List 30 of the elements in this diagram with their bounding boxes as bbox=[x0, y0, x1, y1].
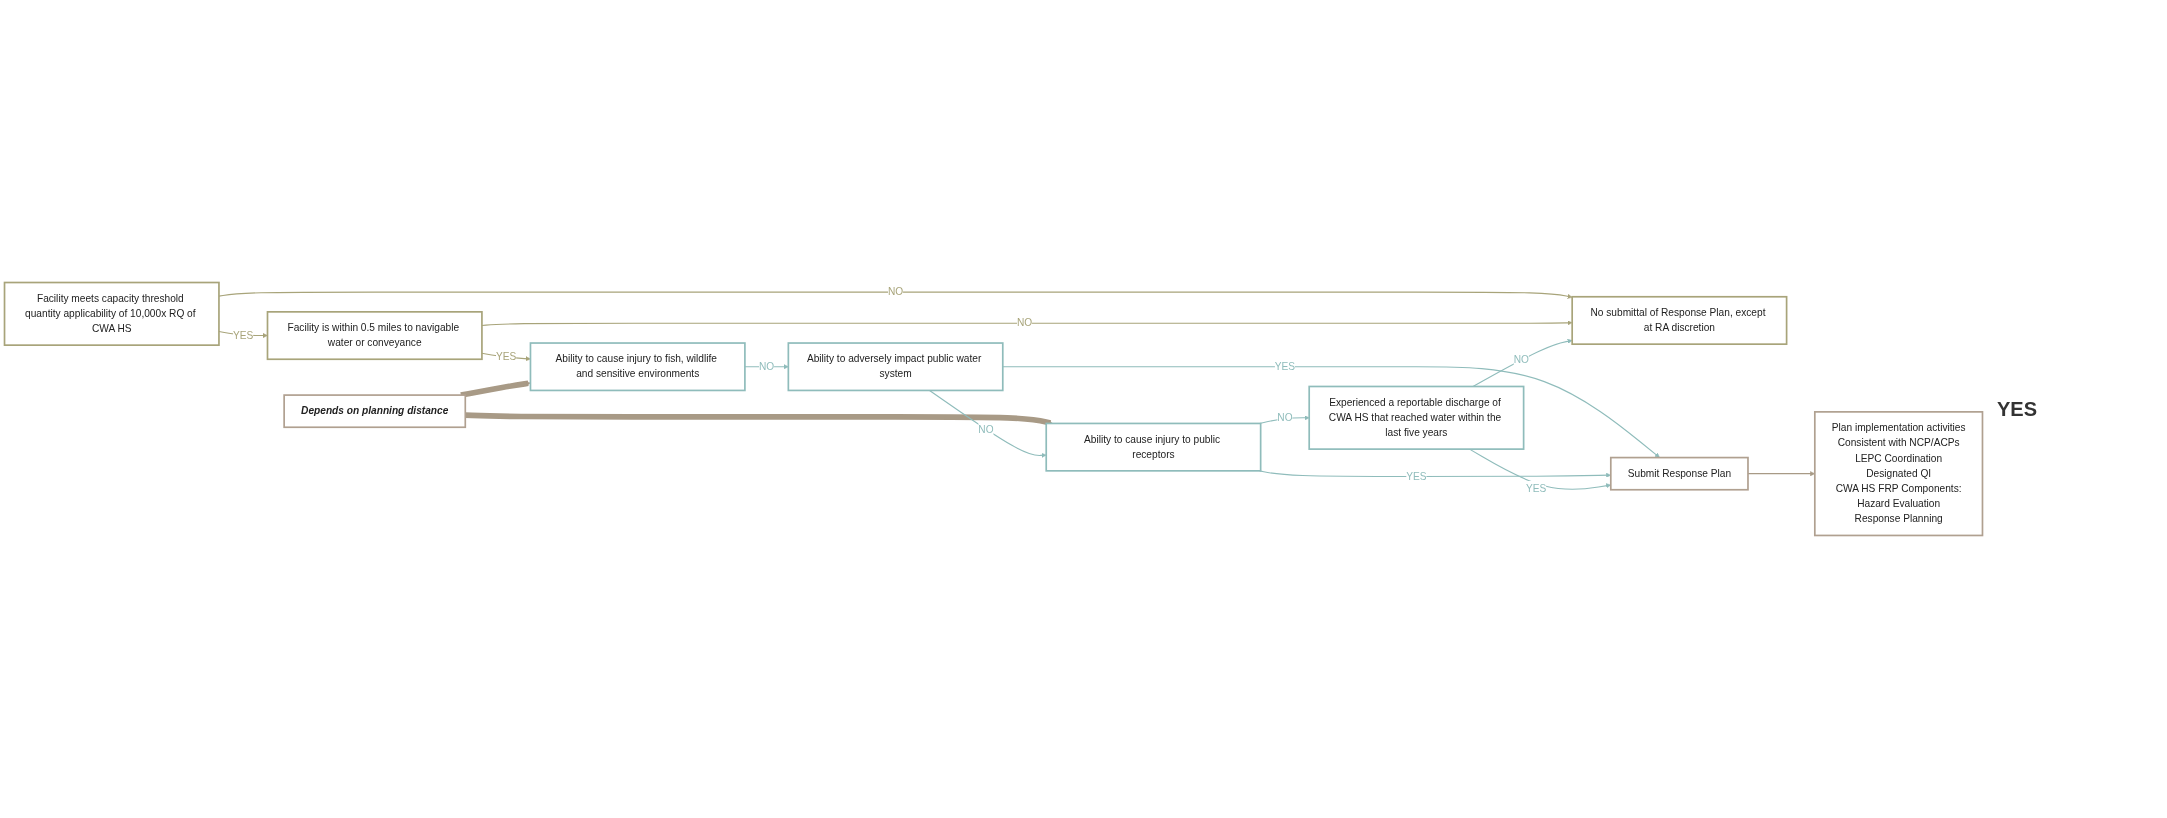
node-box: Experienced a reportable discharge of CWA HS that reached water within the last five years bbox=[1308, 385, 1525, 450]
node-box: No submittal of Response Plan, except at RA discretion bbox=[1571, 295, 1788, 346]
arrow bbox=[929, 389, 1047, 458]
edge-label: YES bbox=[1525, 482, 1547, 494]
node-box: Plan implementation activities Consistent with NCP/ACPs LEPC Coordination Designated QI CWA HS FRP Components: Hazard Evaluation Response Planning bbox=[1813, 411, 1984, 537]
note-label: YES bbox=[1997, 397, 2039, 421]
arrow bbox=[460, 380, 531, 398]
node-box: Ability to cause injury to fish, wildlife and sensitive environments bbox=[529, 342, 746, 392]
edge-label: YES bbox=[233, 329, 254, 341]
edge-label: YES bbox=[496, 351, 517, 363]
node-box: Ability to adversely impact public water system bbox=[787, 342, 1004, 392]
edge-label: NO bbox=[759, 360, 775, 373]
arrow bbox=[1259, 470, 1611, 478]
node-box: Submit Response Plan bbox=[1609, 456, 1749, 491]
edge-label: YES bbox=[1406, 470, 1427, 482]
arrow bbox=[218, 291, 1573, 299]
edge-label: NO bbox=[1277, 411, 1293, 424]
node-box: Depends on planning distance bbox=[283, 394, 467, 429]
node-box: Ability to cause injury to public receptors bbox=[1045, 422, 1262, 472]
node-box: Facility meets capacity threshold quantity applicability of 10,000x RQ of CWA HS bbox=[3, 281, 220, 346]
edge-label: NO bbox=[978, 423, 994, 436]
edge-label: NO bbox=[887, 286, 904, 298]
arrow bbox=[481, 320, 1573, 327]
edge-label: YES bbox=[1274, 360, 1296, 373]
arrow bbox=[1472, 338, 1573, 388]
arrow bbox=[1002, 366, 1660, 458]
node-box: Facility is within 0.5 miles to navigable water or conveyance bbox=[266, 311, 483, 361]
edge-label: NO bbox=[1513, 353, 1529, 366]
arrow bbox=[465, 412, 1053, 426]
edge-label: NO bbox=[1016, 317, 1033, 329]
